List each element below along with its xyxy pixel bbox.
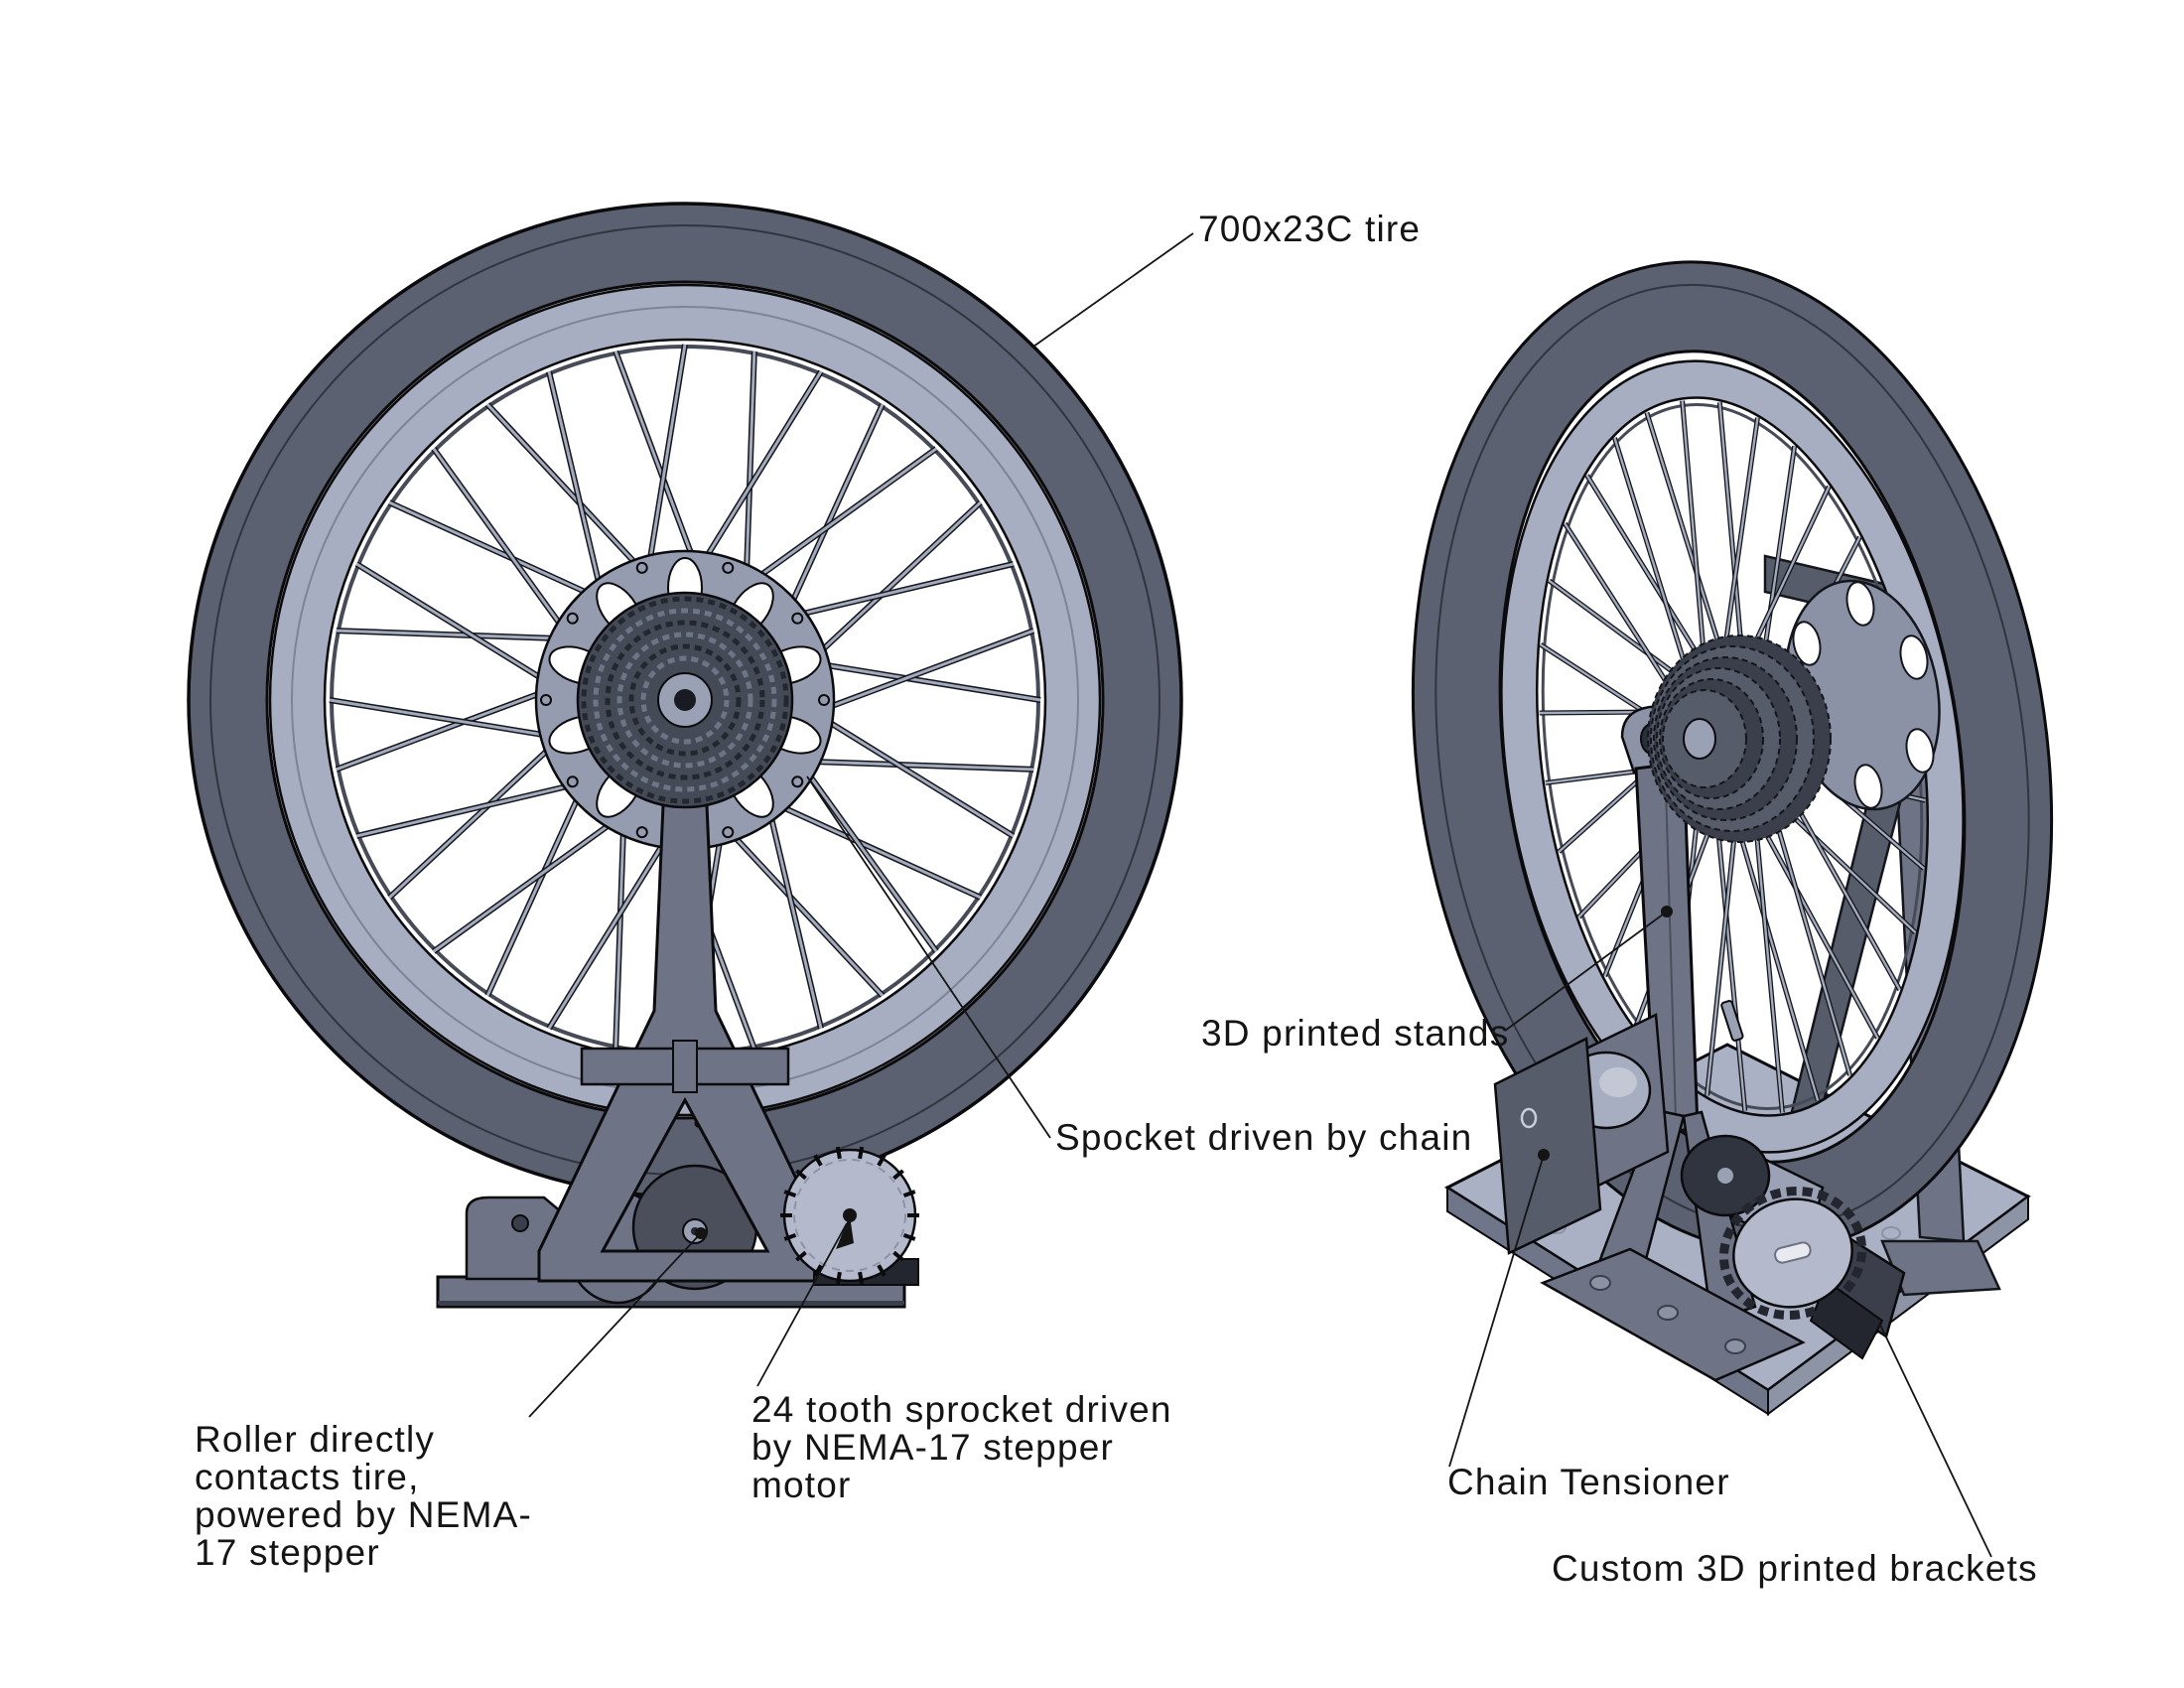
hub-axle [1683,718,1716,760]
rotor-bolt [791,612,804,625]
sprocket-tooth [813,1264,823,1277]
cassette-sprocket [640,655,730,745]
foot-hole [1589,1275,1611,1291]
cassette-isometric [1647,634,1832,843]
cassette-sprocket [605,620,765,780]
motor-shaft [1717,1168,1733,1184]
sprocket-tooth [783,1232,797,1241]
rotor-bolt [540,694,552,706]
chain-wrap [1718,1187,1867,1320]
sprocket-tooth [813,1154,823,1167]
axle-end [674,689,696,711]
callout-sprocket24-line3: motor [751,1465,852,1505]
cassette-front [576,591,794,809]
sprocket-tooth [858,1146,865,1160]
sprocket-tooth [902,1190,916,1198]
rotor-cutout [1899,634,1929,680]
callout-roller-line3: powered by NEMA- [195,1494,532,1535]
chain-drive-assembly [1680,1134,1906,1360]
leader-tensioner [1448,1154,1545,1468]
leader-sprocket-24t [756,1222,848,1387]
rotor-cutout [1853,764,1883,809]
leader-lines [528,232,1992,1558]
sprocket-teeth [780,1146,919,1285]
cassette-sprocket [628,643,742,757]
sprocket-tooth [795,1169,807,1181]
rotor-bolt [635,561,648,574]
leader-brackets [1878,1322,1992,1558]
foot-hole [1657,1305,1679,1321]
front-view-assembly [187,202,1183,1309]
sprocket-tooth [877,1154,887,1167]
rotor-cutout [1792,621,1822,666]
leader-dot-roller [695,1227,707,1239]
callout-brackets-label: Custom 3D printed brackets [1552,1548,2038,1589]
rotor-bolt [566,612,579,625]
rotor-bolt [566,775,579,788]
stand-post-seam [1665,785,1677,1121]
stand-foot-holes [1589,1275,1746,1354]
sprocket-tooth [877,1264,887,1277]
tensioner-bracket-front [1493,1037,1602,1255]
callout-roller-line4: 17 stepper [195,1532,380,1573]
foot-hole [1724,1338,1746,1354]
callout-stands-label: 3D printed stands [1201,1013,1509,1054]
rotor-cutout [1905,728,1935,774]
sprocket-tooth [858,1271,865,1285]
chain-run [1809,1279,1884,1360]
cassette-sprocket [593,608,777,792]
sprocket-tooth [835,1271,842,1285]
stand-crossbar-slot [672,1040,698,1093]
cassette-sprocket [616,632,753,769]
rotor-bolt [722,561,735,574]
callout-sprocket24-line2: by NEMA-17 stepper [751,1427,1114,1468]
roller-highlight [1599,1067,1637,1097]
rotor-bolt [635,826,648,839]
isometric-view-assembly [1411,260,2054,1416]
leader-stands [1504,911,1668,1032]
leader-roller [528,1232,702,1418]
rim-outer-edge [268,283,1102,1117]
callout-tire-label: 700x23C tire [1198,209,1421,249]
tire [189,204,1181,1196]
callout-tensioner-label: Chain Tensioner [1447,1462,1730,1502]
leader-tire [1032,232,1194,348]
sprocket-tooth [892,1169,904,1181]
cassette-sprocket [581,596,789,804]
callout-labels: 700x23C tire 3D printed stands Spocket d… [195,209,2038,1589]
tire-bead-edge [265,280,1105,1120]
motor-block-hole [511,1214,529,1232]
sprocket-tooth [892,1250,904,1262]
sprocket-tooth [795,1250,807,1262]
sprocket-hub-slot [1774,1241,1812,1264]
leader-arrow-sprocket [836,1215,854,1249]
bracket-hole [1520,1107,1538,1129]
rotor-cutout [1845,581,1875,627]
rotor-bolt [818,694,830,706]
valve-stem [1720,1000,1744,1042]
rotor-bolt [791,775,804,788]
sprocket-tooth [783,1190,797,1198]
callout-sprocket-chain-label: Spocket driven by chain [1055,1117,1472,1158]
sprocket-tooth [902,1232,916,1241]
leader-dot-tensioner [1538,1149,1550,1161]
roller-assembly [1493,1013,1670,1255]
callout-roller-line2: contacts tire, [195,1457,420,1497]
rotor-bolt [722,826,735,839]
rim-outer-edge [1500,359,1965,1154]
callout-sprocket24-line1: 24 tooth sprocket driven [751,1389,1172,1430]
sprocket-chain-ring [793,1159,906,1272]
leader-sprocket-chain [806,775,1051,1139]
callout-roller-line1: Roller directly [195,1419,435,1460]
sprocket-tooth [835,1146,842,1160]
plate-hole [1881,1226,1901,1240]
leader-dot-stands [1661,906,1673,917]
